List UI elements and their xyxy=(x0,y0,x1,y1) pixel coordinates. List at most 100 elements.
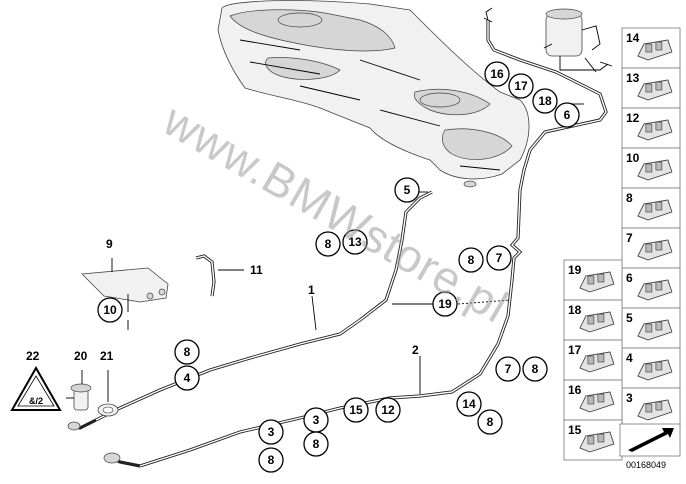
holder-part-11 xyxy=(195,254,244,297)
document-number: 00168049 xyxy=(626,460,666,470)
clip-detail xyxy=(597,313,605,323)
clip-detail xyxy=(645,163,653,173)
warning-sign-text: &/2 xyxy=(29,396,43,406)
sidebar-part-8: 8 xyxy=(621,187,681,229)
callout-c15: 15 xyxy=(343,397,369,423)
callout-c7a: 7 xyxy=(486,245,512,271)
callout-c14: 14 xyxy=(456,391,482,417)
callout-number: 4 xyxy=(184,371,191,385)
clip-detail xyxy=(655,81,663,91)
sidebar-part-18: 18 xyxy=(563,299,623,341)
callout-number: 7 xyxy=(505,362,512,376)
callout-circle xyxy=(303,431,329,457)
plain-labels: 1 2 9 11 20 21 22 xyxy=(26,237,419,363)
clip-detail xyxy=(655,281,663,291)
callout-c8g: 8 xyxy=(258,447,284,473)
callout-number: 3 xyxy=(313,413,320,427)
sidebar-label: 4 xyxy=(626,351,633,365)
sidebar-part-6: 6 xyxy=(621,267,681,309)
label-2: 2 xyxy=(412,343,419,357)
callout-c16: 16 xyxy=(484,61,510,87)
sidebar-part-10: 10 xyxy=(621,147,681,189)
label-21: 21 xyxy=(100,349,114,363)
label-22: 22 xyxy=(26,349,40,363)
clip-detail xyxy=(645,43,653,53)
sidebar-label: 19 xyxy=(568,263,582,277)
callout-number: 18 xyxy=(538,94,552,108)
callout-c8b: 8 xyxy=(458,247,484,273)
callout-circle xyxy=(456,391,482,417)
callout-number: 7 xyxy=(496,251,503,265)
callout-circle xyxy=(315,231,341,257)
callout-number: 8 xyxy=(468,253,475,267)
clip-detail xyxy=(587,315,595,325)
clip-detail xyxy=(645,83,653,93)
callout-circle xyxy=(484,61,510,87)
sidebar-part-13: 13 xyxy=(621,67,681,109)
callout-circle xyxy=(458,247,484,273)
callout-number: 8 xyxy=(184,345,191,359)
sidebar-part-12: 12 xyxy=(621,107,681,149)
callout-circle xyxy=(258,447,284,473)
sidebar-part-7: 7 xyxy=(621,227,681,269)
callout-c4: 4 xyxy=(174,365,200,391)
callout-number: 6 xyxy=(564,108,571,122)
clip-detail xyxy=(655,161,663,171)
clip-detail xyxy=(645,283,653,293)
callout-circle xyxy=(495,356,521,382)
clip-detail xyxy=(655,361,663,371)
callout-c6: 6 xyxy=(554,102,580,128)
clip-detail xyxy=(655,241,663,251)
sidebar-label: 16 xyxy=(568,383,582,397)
callout-circle xyxy=(432,291,458,317)
callout-number: 17 xyxy=(514,79,528,93)
callout-number: 10 xyxy=(103,303,117,317)
callout-circle xyxy=(554,102,580,128)
callout-number: 15 xyxy=(349,403,363,417)
callout-circle xyxy=(508,73,534,99)
clip-detail xyxy=(597,273,605,283)
bracket-part-9 xyxy=(81,258,169,330)
callout-circle xyxy=(174,339,200,365)
clip-detail xyxy=(597,393,605,403)
sidebar-part-5: 5 xyxy=(621,307,681,349)
leader-lines xyxy=(311,103,584,394)
callout-circle xyxy=(522,356,548,382)
callout-c18: 18 xyxy=(532,88,558,114)
callout-c5: 5 xyxy=(394,177,420,203)
callout-number: 16 xyxy=(490,67,504,81)
callout-c19: 19 xyxy=(432,291,458,317)
callout-circle xyxy=(394,177,420,203)
callout-number: 8 xyxy=(325,237,332,251)
clip-detail xyxy=(645,203,653,213)
callout-number: 8 xyxy=(532,362,539,376)
sidebar-label: 7 xyxy=(626,231,633,245)
callout-number: 5 xyxy=(404,183,411,197)
sidebar-label: 8 xyxy=(626,191,633,205)
label-1: 1 xyxy=(308,283,315,297)
sidebar-part-3: 3 xyxy=(621,387,681,429)
callout-circle xyxy=(97,297,123,323)
callout-c7b: 7 xyxy=(495,356,521,382)
clip-detail xyxy=(597,353,605,363)
sidebar-label: 12 xyxy=(626,111,640,125)
callout-c8f: 8 xyxy=(303,431,329,457)
clip-detail xyxy=(587,435,595,445)
sidebar-part-16: 16 xyxy=(563,379,623,421)
callout-number: 13 xyxy=(348,235,362,249)
callout-c8a: 8 xyxy=(315,231,341,257)
clip-detail xyxy=(645,363,653,373)
sidebar-part-14: 14 xyxy=(621,27,681,69)
sidebar-label: 14 xyxy=(626,31,640,45)
sidebar-part-15: 15 xyxy=(563,419,623,461)
clip-detail xyxy=(655,121,663,131)
clip-detail xyxy=(597,433,605,443)
callout-circle xyxy=(343,397,369,423)
callout-number: 14 xyxy=(462,397,476,411)
clip-detail xyxy=(587,355,595,365)
sidebar-part-4: 4 xyxy=(621,347,681,389)
callout-circle xyxy=(174,365,200,391)
clip-detail xyxy=(645,403,653,413)
